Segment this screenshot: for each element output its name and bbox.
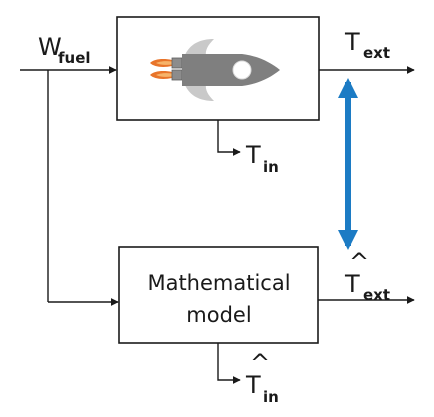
svg-text:in: in bbox=[263, 158, 279, 176]
svg-text:ext: ext bbox=[363, 44, 390, 62]
rocket-window bbox=[232, 60, 252, 80]
svg-text:^: ^ bbox=[349, 248, 369, 276]
svg-text:T: T bbox=[245, 141, 261, 169]
model-output-label: ^ T ext bbox=[344, 248, 390, 304]
svg-text:in: in bbox=[263, 388, 279, 406]
rocket-fin-top bbox=[185, 39, 214, 56]
svg-text:ext: ext bbox=[363, 286, 390, 304]
svg-text:T: T bbox=[344, 28, 360, 56]
svg-text:T: T bbox=[344, 270, 360, 298]
fuel-input-label: W fuel bbox=[38, 33, 91, 67]
svg-text:W: W bbox=[38, 33, 62, 61]
rocket-fin-bottom bbox=[185, 84, 214, 101]
rocket-icon bbox=[150, 39, 280, 101]
plant-internal-label: T in bbox=[245, 141, 279, 176]
plant-internal-arrow bbox=[217, 120, 241, 156]
svg-text:^: ^ bbox=[250, 349, 270, 377]
plant-output-label: T ext bbox=[344, 28, 390, 62]
svg-text:fuel: fuel bbox=[58, 49, 91, 67]
rocket-body bbox=[182, 54, 280, 86]
model-internal-arrow bbox=[217, 343, 241, 384]
svg-text:T: T bbox=[245, 371, 261, 399]
model-label-line1: Mathematical bbox=[147, 271, 290, 295]
model-internal-label: ^ T in bbox=[245, 349, 279, 406]
model-box bbox=[118, 246, 319, 344]
model-label-line2: model bbox=[186, 303, 251, 327]
